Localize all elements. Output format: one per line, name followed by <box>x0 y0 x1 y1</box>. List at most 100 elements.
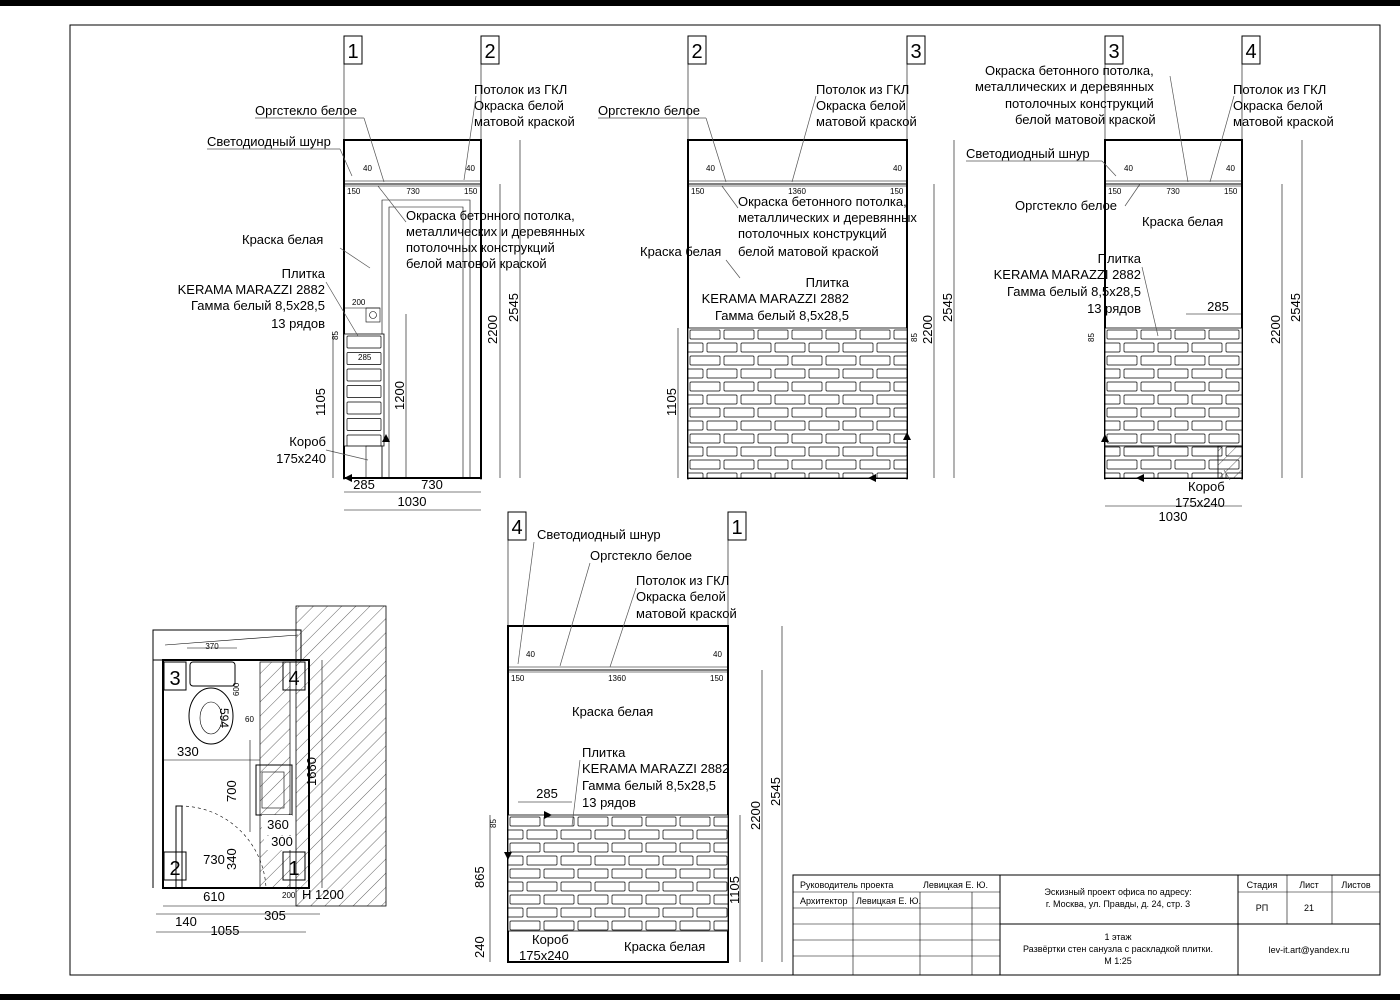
svg-text:Лист: Лист <box>1299 880 1319 890</box>
svg-text:матовой краской: матовой краской <box>1233 114 1334 129</box>
svg-text:металлических и деревянных: металлических и деревянных <box>406 224 585 239</box>
svg-text:Оргстекло белое: Оргстекло белое <box>255 103 357 118</box>
axis-marker-2 <box>687 35 707 65</box>
svg-text:200: 200 <box>282 891 296 900</box>
svg-text:KERAMA MARAZZI 2882: KERAMA MARAZZI 2882 <box>994 267 1141 282</box>
svg-text:Плитка: Плитка <box>1098 251 1142 266</box>
svg-text:13 рядов: 13 рядов <box>582 795 636 810</box>
axis-marker-1 <box>727 511 747 541</box>
svg-text:200: 200 <box>352 298 366 307</box>
svg-text:Оргстекло белое: Оргстекло белое <box>1015 198 1117 213</box>
svg-text:Развёртки стен санузла с раскл: Развёртки стен санузла с раскладкой плит… <box>1023 944 1213 954</box>
svg-text:150: 150 <box>710 674 724 683</box>
svg-text:Плитка: Плитка <box>282 266 326 281</box>
svg-text:Н 1200: Н 1200 <box>302 887 344 902</box>
svg-text:белой матовой краской: белой матовой краской <box>406 256 547 271</box>
svg-text:Окраска бетонного потолка,: Окраска бетонного потолка, <box>985 63 1154 78</box>
svg-text:Светодиодный шнур: Светодиодный шнур <box>537 527 661 542</box>
svg-text:2545: 2545 <box>940 293 955 322</box>
svg-text:2: 2 <box>691 41 702 63</box>
svg-text:285: 285 <box>536 786 558 801</box>
wall-outline <box>507 625 729 963</box>
svg-text:370: 370 <box>205 642 219 651</box>
axis-marker-3 <box>1104 35 1124 65</box>
svg-text:Потолок из ГКЛ: Потолок из ГКЛ <box>474 82 567 97</box>
svg-text:1360: 1360 <box>788 187 806 196</box>
svg-text:1105: 1105 <box>313 388 328 416</box>
wall-outline <box>343 139 482 479</box>
svg-text:85: 85 <box>1087 333 1096 342</box>
svg-text:Окраска бетонного потолка,: Окраска бетонного потолка, <box>406 208 575 223</box>
floor-plan: 370 3 4 594 600 60 330 700 1660 360 300 … <box>152 605 387 938</box>
svg-text:60: 60 <box>245 715 254 724</box>
axis-marker-4 <box>507 511 527 541</box>
svg-text:Гамма белый 8,5x28,5: Гамма белый 8,5x28,5 <box>1007 284 1141 299</box>
axis-marker-2 <box>480 35 500 65</box>
svg-text:85: 85 <box>331 331 340 340</box>
axis-label: 1 <box>347 41 358 63</box>
svg-text:40: 40 <box>706 164 715 173</box>
svg-text:Гамма белый 8,5x28,5: Гамма белый 8,5x28,5 <box>191 298 325 313</box>
elevation-3-4: 3 4 Окраска бетонного потолка, металличе… <box>966 35 1334 524</box>
svg-text:Светодиодный шунр: Светодиодный шунр <box>207 134 331 149</box>
svg-text:285: 285 <box>358 353 372 362</box>
svg-text:Плитка: Плитка <box>806 275 850 290</box>
svg-text:потолочных конструкций: потолочных конструкций <box>738 226 887 241</box>
svg-text:матовой краской: матовой краской <box>816 114 917 129</box>
svg-text:3: 3 <box>169 668 180 690</box>
svg-text:Короб: Короб <box>1188 479 1225 494</box>
svg-text:85: 85 <box>910 333 919 342</box>
svg-text:матовой краской: матовой краской <box>474 114 575 129</box>
svg-text:1 этаж: 1 этаж <box>1105 932 1132 942</box>
svg-text:2200: 2200 <box>485 315 500 344</box>
svg-text:13 рядов: 13 рядов <box>1087 301 1141 316</box>
svg-text:М 1:25: М 1:25 <box>1104 956 1132 966</box>
svg-text:lev-it.art@yandex.ru: lev-it.art@yandex.ru <box>1269 945 1350 955</box>
svg-text:1105: 1105 <box>664 388 679 416</box>
svg-text:865: 865 <box>472 866 487 888</box>
svg-text:40: 40 <box>1226 164 1235 173</box>
svg-text:610: 610 <box>203 889 225 904</box>
svg-text:285: 285 <box>1207 299 1229 314</box>
svg-text:Потолок из ГКЛ: Потолок из ГКЛ <box>816 82 909 97</box>
svg-text:1: 1 <box>731 517 742 539</box>
bottom-bar <box>0 994 1400 1000</box>
svg-text:Краска белая: Краска белая <box>572 704 653 719</box>
svg-text:Левицкая Е. Ю.: Левицкая Е. Ю. <box>923 880 988 890</box>
svg-text:Стадия: Стадия <box>1247 880 1278 890</box>
svg-text:85: 85 <box>489 819 498 828</box>
svg-text:1200: 1200 <box>392 381 407 410</box>
svg-text:РП: РП <box>1256 903 1268 913</box>
svg-text:Листов: Листов <box>1341 880 1370 890</box>
socket-icon <box>365 307 381 323</box>
tile-area <box>343 333 385 447</box>
svg-text:Короб: Короб <box>532 932 569 947</box>
svg-text:40: 40 <box>713 650 722 659</box>
sheet-frame <box>69 24 1381 976</box>
svg-text:металлических и деревянных: металлических и деревянных <box>975 79 1154 94</box>
elevation-1-2: 1 2 Потолок из ГКЛ Окраска белой матовой… <box>178 35 585 511</box>
hatched-wall <box>295 605 387 907</box>
svg-text:730: 730 <box>203 852 225 867</box>
svg-text:40: 40 <box>893 164 902 173</box>
svg-text:Краска белая: Краска белая <box>624 939 705 954</box>
svg-text:1: 1 <box>288 858 299 880</box>
svg-text:700: 700 <box>224 780 239 802</box>
svg-text:175x240: 175x240 <box>519 948 569 963</box>
svg-text:Короб: Короб <box>289 434 326 449</box>
svg-text:белой матовой краской: белой матовой краской <box>1015 112 1156 127</box>
svg-text:1055: 1055 <box>211 923 240 938</box>
svg-text:Окраска белой: Окраска белой <box>636 589 726 604</box>
svg-text:150: 150 <box>691 187 705 196</box>
svg-text:2200: 2200 <box>1268 315 1283 344</box>
axis-marker-1 <box>343 35 363 65</box>
svg-text:4: 4 <box>511 517 522 539</box>
svg-text:330: 330 <box>177 744 199 759</box>
svg-text:2: 2 <box>169 858 180 880</box>
svg-text:240: 240 <box>472 936 487 958</box>
svg-text:594: 594 <box>217 708 231 728</box>
svg-text:4: 4 <box>288 668 299 690</box>
svg-text:металлических и деревянных: металлических и деревянных <box>738 210 917 225</box>
tile-area <box>507 814 729 932</box>
